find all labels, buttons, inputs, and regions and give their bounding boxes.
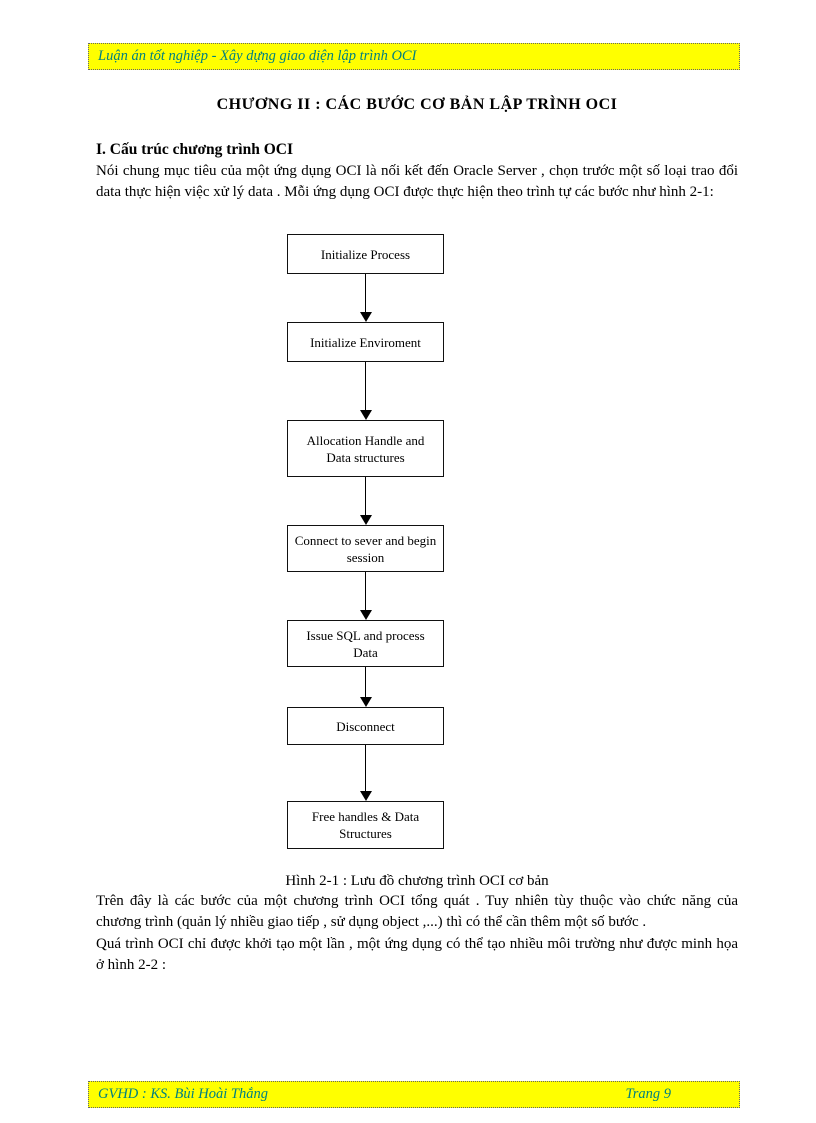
page-header-bar: Luận án tốt nghiệp - Xây dựng giao diện … <box>88 43 740 70</box>
flowchart-step-disconnect: Disconnect <box>287 707 444 745</box>
flowchart-step-initialize-environment: Initialize Enviroment <box>287 322 444 362</box>
down-arrow-icon <box>359 362 373 420</box>
section-heading: I. Cấu trúc chương trình OCI <box>96 141 294 158</box>
document-body: CHƯƠNG II : CÁC BƯỚC CƠ BẢN LẬP TRÌNH OC… <box>96 88 738 976</box>
down-arrow-icon <box>359 745 373 801</box>
paragraph-summary: Trên đây là các bước của một chương trìn… <box>96 893 738 930</box>
flowchart-step-issue-sql: Issue SQL and process Data <box>287 620 444 667</box>
flowchart-step-allocation-handle: Allocation Handle and Data structures <box>287 420 444 477</box>
header-title: Luận án tốt nghiệp - Xây dựng giao diện … <box>98 48 417 64</box>
down-arrow-icon <box>359 477 373 525</box>
chapter-title: CHƯƠNG II : CÁC BƯỚC CƠ BẢN LẬP TRÌNH OC… <box>216 96 618 113</box>
flowchart-step-initialize-process: Initialize Process <box>287 234 444 274</box>
flowchart-step-connect-server: Connect to sever and begin session <box>287 525 444 572</box>
paragraph-intro: Nói chung mục tiêu của một ứng dụng OCI … <box>96 163 738 200</box>
paragraph-note: Quá trình OCI chỉ được khởi tạo một lần … <box>96 936 738 973</box>
down-arrow-icon <box>359 667 373 707</box>
down-arrow-icon <box>359 572 373 620</box>
flowchart-step-free-handles: Free handles & Data Structures <box>287 801 444 849</box>
flowchart: Initialize Process Initialize Enviroment… <box>287 234 444 849</box>
figure-caption: Hình 2-1 : Lưu đồ chương trình OCI cơ bả… <box>285 873 549 889</box>
footer-page-number: Trang 9 <box>625 1086 671 1102</box>
down-arrow-icon <box>359 274 373 322</box>
footer-advisor: GVHD : KS. Bùi Hoài Thắng <box>98 1086 268 1102</box>
page-footer-bar: GVHD : KS. Bùi Hoài Thắng Trang 9 <box>88 1081 740 1108</box>
